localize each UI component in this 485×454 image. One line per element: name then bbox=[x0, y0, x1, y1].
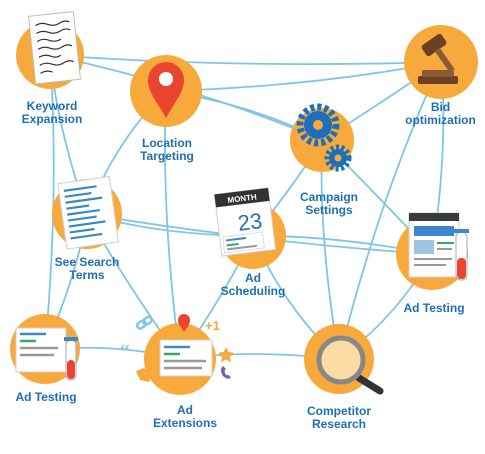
phone-icon bbox=[221, 366, 231, 379]
map-pin-icon bbox=[178, 314, 190, 332]
node-campaign-settings bbox=[290, 103, 354, 172]
document-icon bbox=[28, 11, 81, 85]
connector-line bbox=[165, 61, 442, 92]
label-ad-scheduling: Ad Scheduling bbox=[220, 271, 286, 298]
star-icon bbox=[218, 347, 234, 363]
tag-icon bbox=[136, 368, 152, 382]
ad-extensions-icon: +1 “ bbox=[120, 314, 234, 382]
label-location-targeting: Location Targeting bbox=[140, 136, 194, 163]
label-see-search-terms: See Search Terms bbox=[54, 255, 120, 282]
label-bid-optimization: Bid optimization bbox=[405, 100, 476, 127]
gavel-icon bbox=[418, 33, 458, 84]
node-location-targeting bbox=[130, 55, 202, 127]
label-competitor-research: Competitor Research bbox=[307, 404, 371, 431]
node-ad-testing-right bbox=[396, 212, 469, 290]
label-ad-testing-left: Ad Testing bbox=[15, 390, 77, 404]
node-competitor-research bbox=[304, 324, 384, 395]
test-tube-icon bbox=[408, 212, 469, 281]
search-terms-list-icon bbox=[57, 175, 120, 250]
quote-icon: “ bbox=[120, 341, 130, 363]
connector-line bbox=[44, 54, 55, 350]
calendar-month: MONTH bbox=[227, 192, 257, 205]
link-icon bbox=[135, 315, 153, 330]
calendar-day: 23 bbox=[236, 208, 263, 236]
plus-one-badge: +1 bbox=[205, 318, 220, 333]
connector-line bbox=[49, 54, 442, 65]
gears-icon bbox=[296, 103, 352, 172]
magnifier-icon bbox=[316, 335, 384, 395]
label-ad-extensions: Ad Extensions bbox=[152, 403, 218, 430]
node-ad-scheduling: MONTH 23 bbox=[213, 187, 286, 269]
label-ad-testing-right: Ad Testing bbox=[403, 301, 465, 315]
node-ad-testing-left bbox=[10, 314, 80, 384]
map-pin-icon bbox=[148, 62, 184, 118]
node-see-search-terms bbox=[52, 175, 122, 250]
connector-line bbox=[338, 61, 442, 360]
calendar-icon: MONTH 23 bbox=[213, 187, 277, 257]
node-bid-optimization bbox=[404, 25, 478, 99]
label-keyword-expansion: Keyword Expansion bbox=[21, 99, 83, 126]
label-campaign-settings: Campaign Settings bbox=[299, 190, 358, 217]
connector-line bbox=[164, 90, 181, 360]
node-keyword-expansion bbox=[16, 11, 84, 89]
node-ad-extensions: +1 “ bbox=[120, 314, 234, 395]
test-tube-icon bbox=[15, 327, 78, 381]
